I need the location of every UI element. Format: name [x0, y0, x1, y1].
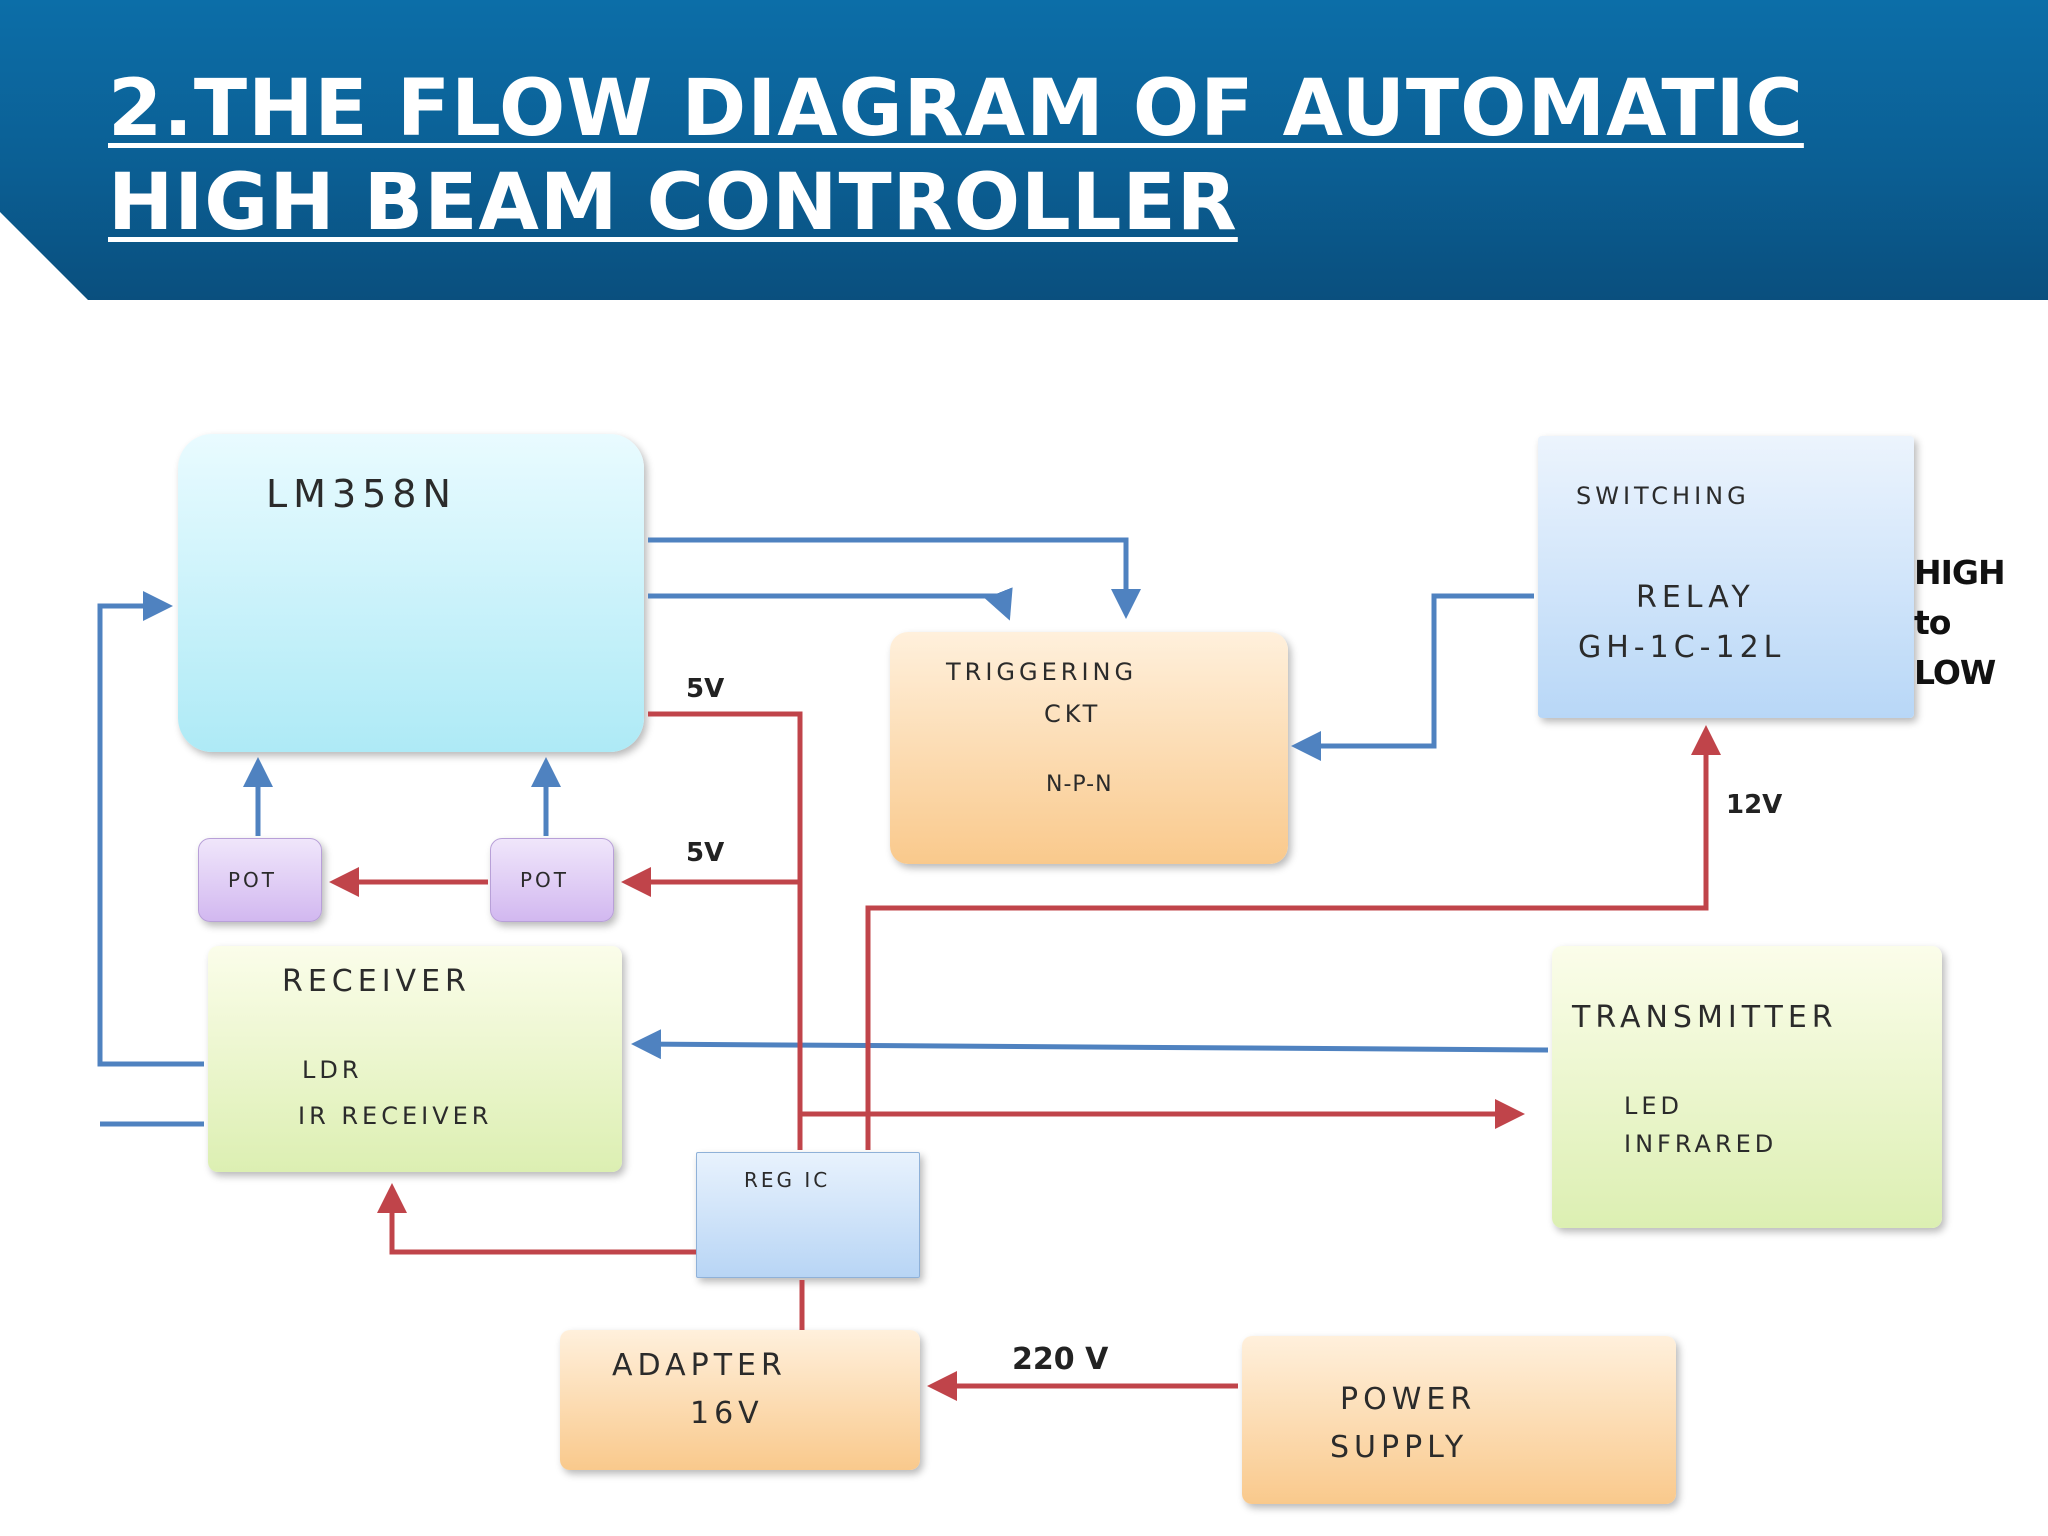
transmitter-label: TRANSMITTER — [1572, 1000, 1838, 1035]
power-supply-block — [1242, 1336, 1676, 1504]
triggering-ckt-block — [890, 632, 1288, 864]
supply-label: SUPPLY — [1330, 1430, 1469, 1465]
note-high: HIGH — [1914, 553, 2006, 592]
receiver-ldr-label: LDR — [302, 1056, 363, 1084]
adapter-block — [560, 1330, 920, 1470]
reg-ic-block — [696, 1152, 920, 1278]
transmitter-infrared-label: INFRARED — [1624, 1130, 1778, 1158]
note-low: LOW — [1914, 653, 1996, 692]
triggering-ckt-label: CKT — [1044, 700, 1102, 728]
pot-right-label: POT — [520, 868, 570, 892]
adapter-label: ADAPTER — [612, 1348, 787, 1383]
voltage-5v-top: 5V — [686, 674, 725, 704]
voltage-5v-mid: 5V — [686, 838, 725, 868]
wire-relay-to-trigger — [1291, 593, 1534, 761]
receiver-label: RECEIVER — [282, 964, 471, 999]
title-line-2: HIGH BEAM CONTROLLER — [108, 158, 1238, 248]
note-to: to — [1914, 603, 1951, 642]
wire-lm-to-trigger-1 — [648, 537, 1141, 619]
receiver-block — [208, 946, 622, 1172]
relay-label: RELAY — [1636, 580, 1755, 615]
high-to-low-note: HIGH to LOW — [1914, 548, 2006, 698]
wire-5v-top — [648, 711, 803, 1150]
adapter-voltage-label: 16V — [690, 1396, 764, 1431]
lm358n-label: LM358N — [266, 472, 457, 516]
wire-12v-to-relay — [865, 725, 1721, 1150]
reg-ic-label: REG IC — [744, 1168, 831, 1192]
switching-relay-block — [1538, 436, 1914, 718]
transmitter-block — [1552, 946, 1942, 1228]
pot-right — [490, 838, 614, 922]
triggering-label: TRIGGERING — [946, 658, 1138, 686]
pot-left-label: POT — [228, 868, 278, 892]
wire-receiver-feedback — [97, 591, 204, 1067]
lm358n-block — [178, 434, 644, 752]
relay-model-label: GH-1C-12L — [1578, 630, 1786, 665]
voltage-220v: 220 V — [1012, 1342, 1109, 1377]
relay-switching-label: SWITCHING — [1576, 482, 1750, 510]
voltage-12v: 12V — [1726, 790, 1783, 820]
wire-transmitter-to-receiver — [631, 1029, 1549, 1060]
wire-reg-to-receiver — [377, 1183, 696, 1255]
wire-lm-to-trigger-2 — [648, 587, 1013, 621]
triggering-npn-label: N-P-N — [1046, 772, 1113, 797]
header-banner — [0, 0, 2048, 300]
title-line-1: 2.THE FLOW DIAGRAM OF AUTOMATIC — [108, 64, 1804, 154]
power-label: POWER — [1340, 1382, 1477, 1417]
transmitter-led-label: LED — [1624, 1092, 1684, 1120]
page-title: 2.THE FLOW DIAGRAM OF AUTOMATIC HIGH BEA… — [108, 62, 1804, 250]
receiver-ir-label: IR RECEIVER — [298, 1102, 493, 1130]
pot-left — [198, 838, 322, 922]
